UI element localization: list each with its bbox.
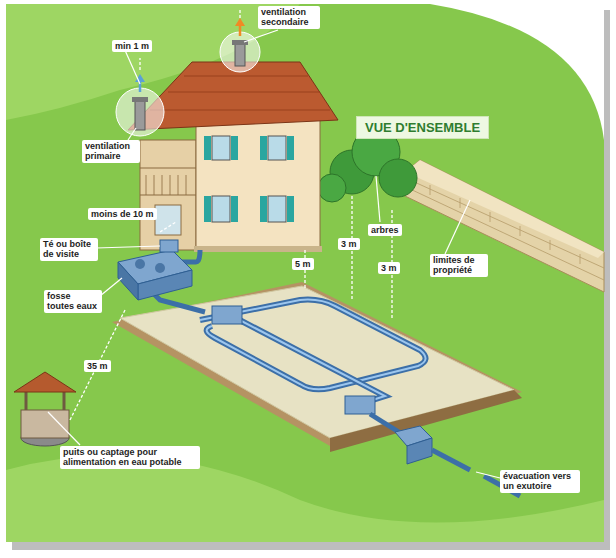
callout-label: min 1 m [112, 40, 152, 52]
septic-tank-part [160, 240, 178, 252]
callout-label: 35 m [84, 360, 111, 372]
vent-secondary-part [235, 18, 245, 26]
house-part [146, 175, 186, 195]
diagram-title: VUE D'ENSEMBLE [356, 116, 489, 139]
callout-label: évacuation vers un exutoire [500, 470, 580, 493]
spreading-field-part [112, 282, 522, 446]
callout-label: 3 m [338, 238, 360, 250]
window-part [231, 136, 238, 160]
ground-part [6, 4, 604, 542]
frame [6, 4, 610, 550]
callout-label: 5 m [292, 258, 314, 270]
outlet [370, 414, 520, 496]
callout-label: ventilation secondaire [258, 6, 320, 29]
callout-label: fosse toutes eaux [44, 290, 102, 313]
bushes [318, 128, 417, 202]
callout-label: arbres [368, 224, 402, 236]
house [128, 62, 338, 252]
leader-lines-part [244, 30, 278, 42]
stone-wall [405, 160, 604, 292]
ground [6, 4, 604, 542]
dimension-lines-part [160, 222, 176, 232]
callout-label: puits ou captage pour alimentation en ea… [60, 446, 200, 469]
vent-secondary [220, 18, 260, 72]
house-part [150, 76, 330, 110]
spreading-field-part [200, 300, 426, 390]
window [204, 136, 294, 222]
window-part [260, 196, 267, 222]
well [14, 372, 76, 446]
window-part [260, 136, 267, 160]
septic-tank [118, 240, 205, 312]
septic-tank-part [138, 270, 192, 300]
house-part [194, 246, 322, 252]
spreading-field-part [345, 396, 375, 414]
leader-lines-part [376, 176, 380, 222]
dimension-lines [70, 10, 392, 420]
stone-wall-part [405, 160, 604, 292]
window-part [204, 136, 211, 160]
house-part [155, 205, 181, 235]
callout-label: Té ou boîte de visite [40, 238, 98, 261]
bushes-part [379, 159, 417, 197]
septic-tank-part [118, 262, 138, 300]
stone-wall-part [430, 185, 580, 264]
window-part [287, 136, 294, 160]
window-part [268, 196, 286, 222]
well-part [14, 372, 76, 392]
dimension-lines-part [140, 10, 240, 70]
spreading-field [112, 282, 522, 452]
callout-label: limites de propriété [430, 254, 488, 277]
leader-lines-part [100, 278, 122, 296]
leader-lines-part [124, 48, 140, 84]
callout-label: ventilation primaire [82, 140, 140, 163]
vent-primary-part [116, 88, 164, 136]
spreading-field-part [232, 316, 385, 404]
leader-lines-part [445, 200, 470, 254]
septic-tank-part [155, 263, 165, 273]
spreading-field-part [200, 300, 426, 390]
callout-label: moins de 10 m [88, 208, 157, 220]
vent-primary-part [132, 97, 148, 102]
house-part [196, 118, 320, 250]
stone-wall-part [408, 180, 604, 280]
outlet-part [432, 450, 470, 470]
leader-lines-part [48, 412, 80, 445]
outlet-part [407, 438, 432, 464]
bushes-part [318, 174, 346, 202]
spreading-field-part [232, 316, 385, 404]
window-part [287, 196, 294, 222]
window-part [204, 196, 211, 222]
window-part [212, 136, 230, 160]
frame-part [6, 4, 604, 542]
house-part [140, 168, 196, 195]
leader-lines-part [128, 128, 136, 140]
septic-tank-part [135, 259, 145, 269]
window-part [231, 196, 238, 222]
leader-lines [48, 30, 500, 478]
vent-secondary-part [232, 40, 248, 45]
leader-lines-part [476, 472, 500, 478]
spreading-field-part [212, 306, 242, 324]
window-part [268, 136, 286, 160]
stone-wall-part [405, 160, 604, 258]
dimension-lines-part [70, 310, 125, 420]
vent-primary-part [135, 100, 145, 130]
vent-secondary-part [235, 42, 245, 66]
well-part [21, 410, 69, 438]
window-part [212, 196, 230, 222]
house-part [140, 140, 196, 250]
leader-lines-part [96, 246, 160, 248]
callout-label: 3 m [378, 262, 400, 274]
